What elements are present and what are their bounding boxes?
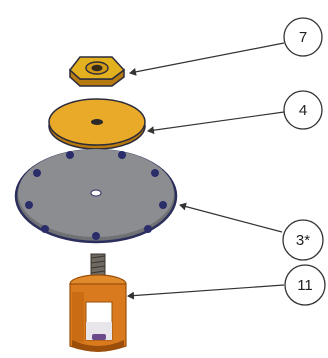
bolt-hole — [118, 151, 126, 159]
diaphragm — [14, 148, 178, 244]
bolt-hole — [41, 225, 49, 233]
callout-11: 11 — [284, 264, 326, 306]
bolt-hole — [33, 169, 41, 177]
washer-hole — [91, 119, 103, 125]
stem-fork — [69, 253, 127, 352]
yellow-washer — [48, 98, 146, 150]
leader-lines — [127, 42, 285, 300]
callout-4: 4 — [283, 90, 323, 130]
fork-bottom — [72, 340, 124, 352]
leader-line-11 — [127, 284, 285, 300]
hex-nut-bore — [91, 64, 103, 72]
bolt-hole — [159, 201, 167, 209]
callout-label: 3* — [296, 232, 310, 249]
bolt-hole — [144, 225, 152, 233]
hex-nut — [68, 56, 126, 87]
bolt-hole — [66, 151, 74, 159]
callout-3: 3* — [282, 219, 324, 261]
leader-line-7 — [129, 42, 285, 76]
bolt-hole — [151, 169, 159, 177]
callout-label: 4 — [299, 102, 307, 119]
diaphragm-center-hole — [90, 189, 102, 197]
callout-label: 7 — [299, 29, 307, 46]
callout-circle — [283, 17, 323, 57]
leader-line-3 — [179, 202, 283, 233]
fork-left-cheek — [72, 292, 84, 342]
callout-7: 7 — [283, 17, 323, 57]
leader-line-4 — [147, 111, 285, 135]
bolt-hole — [92, 232, 100, 240]
bolt-hole — [25, 201, 33, 209]
callout-circle — [282, 219, 324, 261]
callout-circle — [283, 90, 323, 130]
callout-circle — [284, 264, 326, 306]
callout-label: 11 — [297, 277, 313, 294]
fork-pin — [92, 334, 106, 340]
